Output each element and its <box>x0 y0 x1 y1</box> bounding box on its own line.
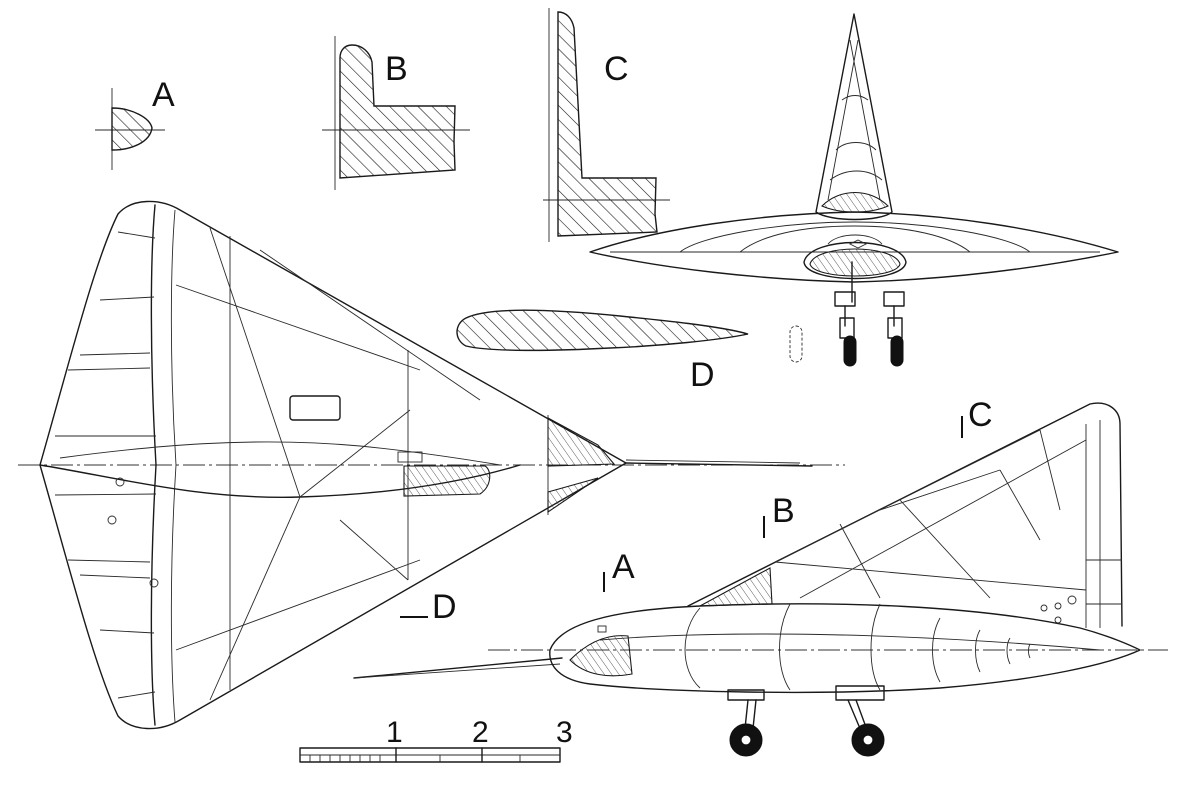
scale-bar: 1 2 3 <box>299 716 573 763</box>
scale-tick-2: 2 <box>472 716 489 749</box>
section-b-marker: B <box>772 492 795 530</box>
section-c-label: C <box>604 50 629 88</box>
section-b-profile: B <box>322 36 470 190</box>
section-a-profile: A <box>95 76 175 170</box>
scale-tick-3: 3 <box>556 716 573 749</box>
plan-view: D <box>18 200 845 730</box>
section-c-marker: C <box>968 396 993 434</box>
section-c-profile: C <box>543 8 670 242</box>
section-d-marker: D <box>432 588 457 626</box>
side-view: A B C <box>353 396 1168 757</box>
section-a-marker: A <box>612 548 635 586</box>
section-d-label: D <box>690 356 715 394</box>
front-view <box>589 13 1119 367</box>
section-d-airfoil: D <box>456 309 803 394</box>
scale-tick-1: 1 <box>386 716 403 749</box>
section-a-label: A <box>152 76 175 114</box>
section-b-label: B <box>385 50 408 88</box>
